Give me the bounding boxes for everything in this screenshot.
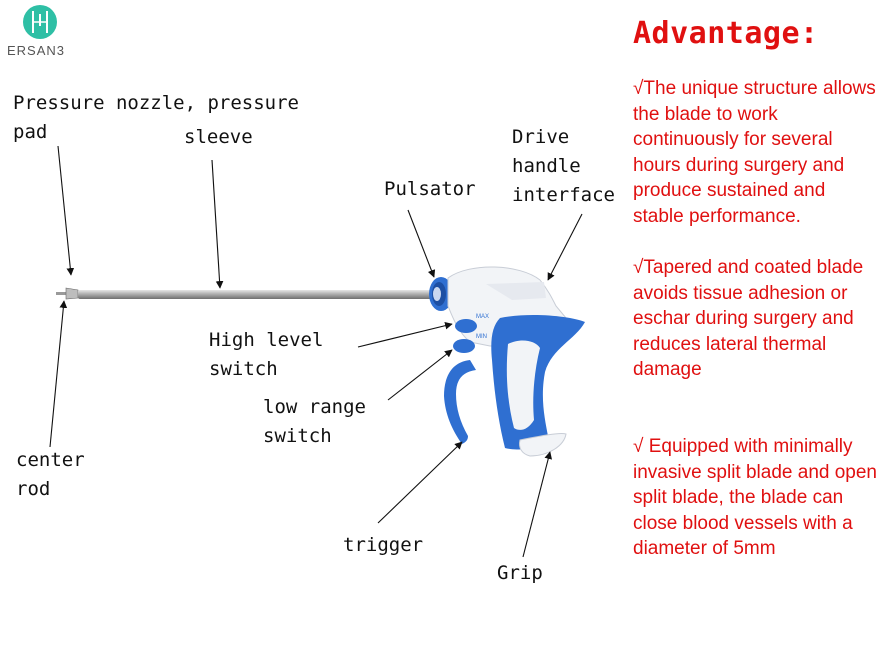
label-center-rod: center rod <box>16 449 85 500</box>
advantage-paragraph-3: √ Equipped with minimally invasive split… <box>633 436 878 559</box>
label-grip: Grip <box>497 562 543 584</box>
center-rod-tip <box>56 287 79 300</box>
high-level-switch-button: MAX <box>455 314 489 333</box>
pulsator-collar <box>429 277 453 311</box>
leader-high-level-switch <box>357 321 453 348</box>
label-sleeve: sleeve <box>184 126 253 148</box>
trigger-lever <box>444 360 476 444</box>
advantage-paragraph-2: √Tapered and coated blade avoids tissue … <box>633 257 864 380</box>
min-mark: MIN <box>476 334 487 340</box>
grip-body <box>491 315 585 457</box>
advantage-paragraph-1: √The unique structure allows the blade t… <box>633 78 876 227</box>
label-low-range-switch: low range switch <box>263 396 366 447</box>
leader-drive-handle <box>547 213 583 281</box>
leader-grip <box>522 451 553 558</box>
leader-sleeve <box>211 159 224 289</box>
leader-pulsator <box>407 209 436 278</box>
advantage-title: Advantage: <box>633 16 819 51</box>
label-trigger: trigger <box>343 534 424 556</box>
leader-low-range-switch <box>387 349 453 401</box>
leader-pressure-nozzle <box>57 145 75 276</box>
low-range-switch-button: MIN <box>453 334 487 353</box>
max-mark: MAX <box>476 314 489 320</box>
leader-trigger <box>377 441 463 524</box>
leader-center-rod <box>49 300 68 448</box>
label-high-level-switch: High level switch <box>209 329 324 380</box>
logo-text: ERSAN3 <box>7 43 66 58</box>
leader-lines <box>49 145 583 558</box>
label-pressure-nozzle: Pressure nozzle, pressure pad <box>13 92 299 143</box>
label-drive-handle-interface: Drive handle interface <box>512 126 615 206</box>
sleeve-shaft <box>78 290 438 299</box>
label-pulsator: Pulsator <box>384 178 476 200</box>
